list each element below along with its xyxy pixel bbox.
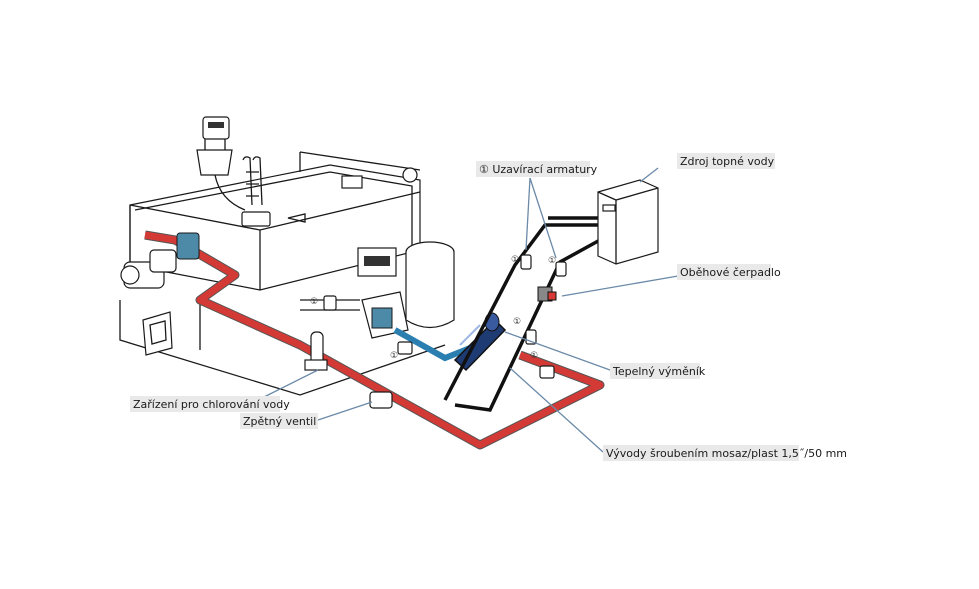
valve-mark: ①	[548, 256, 556, 266]
label-fittings-text: Vývody šroubením mosaz/plast 1,5˝/50 mm	[606, 447, 847, 460]
check-valve	[369, 391, 393, 409]
label-circulation-pump-text: Oběhové čerpadlo	[680, 266, 781, 279]
label-heat-source: Zdroj topné vody	[677, 153, 775, 169]
control-box	[142, 311, 173, 356]
label-heat-exchanger: Tepelný výměník	[610, 363, 706, 379]
label-circulation-pump: Oběhové čerpadlo	[677, 264, 781, 280]
valve-mark: ①	[310, 297, 318, 307]
circulation-pump	[537, 286, 557, 302]
valve-mark: ①	[530, 351, 538, 361]
pool-ladder	[242, 156, 263, 206]
sand-filter	[357, 241, 455, 339]
label-check-valve: Zpětný ventil	[240, 413, 318, 429]
label-fittings: Vývody šroubením mosaz/plast 1,5˝/50 mm	[603, 445, 847, 461]
leader-lines	[261, 167, 679, 453]
label-shut-off-valves: ① Uzavírací armatury	[476, 161, 598, 177]
valve-mark: ①	[513, 317, 521, 327]
heat-source-boiler	[597, 179, 659, 265]
label-chlorination-text: Zařízení pro chlorování vody	[133, 398, 290, 411]
label-chlorination: Zařízení pro chlorování vody	[130, 396, 290, 412]
label-heat-source-text: Zdroj topné vody	[680, 155, 775, 168]
valve-mark: ①	[390, 351, 398, 361]
pool-fixtures	[241, 167, 418, 227]
pool-pump-left	[120, 232, 200, 289]
label-shut-off-valves-text: ① Uzavírací armatury	[479, 163, 598, 176]
dosing-unit-top	[196, 116, 246, 211]
valve-marks: ① ① ① ① ① ①	[310, 255, 556, 361]
label-heat-exchanger-text: Tepelný výměník	[612, 365, 706, 378]
label-check-valve-text: Zpětný ventil	[243, 415, 316, 428]
valve-mark: ①	[511, 255, 519, 265]
heat-exchanger	[453, 312, 507, 372]
heating-circuit-pipes	[443, 216, 601, 412]
